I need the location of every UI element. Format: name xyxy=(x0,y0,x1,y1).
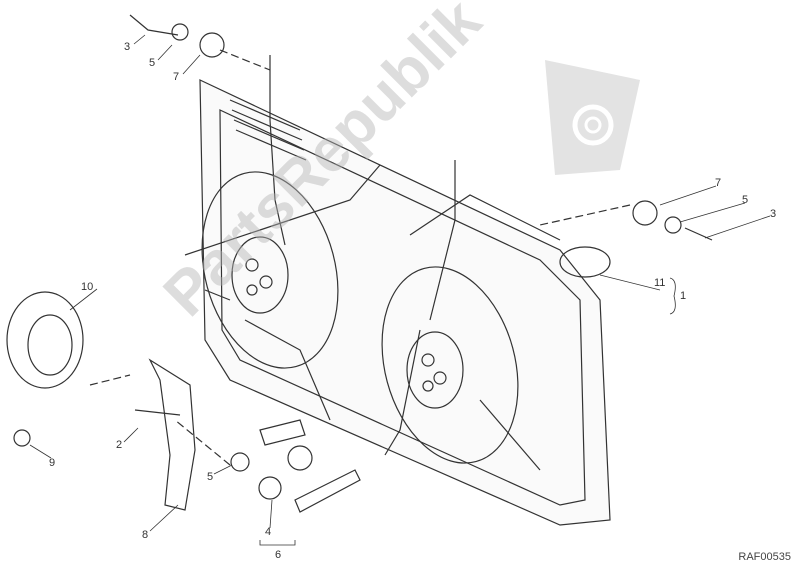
callout-10: 10 xyxy=(81,281,94,293)
callout-5: 5 xyxy=(149,57,156,69)
callout-11: 11 xyxy=(654,277,666,289)
radiator-core xyxy=(219,109,586,506)
callout-5: 5 xyxy=(742,194,749,206)
right-fan-hub xyxy=(406,331,464,409)
right-fan-shroud xyxy=(381,266,519,464)
callout-2: 2 xyxy=(116,439,123,451)
filler-cap xyxy=(559,246,611,278)
fasteners xyxy=(13,14,713,513)
callout-1: 1 xyxy=(680,290,687,302)
callout-8: 8 xyxy=(142,529,149,541)
horn xyxy=(6,291,84,389)
left-fan-hub xyxy=(231,236,289,314)
callout-3: 3 xyxy=(124,41,131,53)
callout-7: 7 xyxy=(173,71,180,83)
callout-3: 3 xyxy=(770,208,777,220)
horn-bracket xyxy=(148,358,196,511)
left-fan-shroud xyxy=(201,171,339,369)
callout-9: 9 xyxy=(49,457,56,469)
left-fan-bracket xyxy=(184,164,381,421)
leader-lines xyxy=(89,49,631,466)
radiator xyxy=(199,79,611,526)
radiator-top-tank xyxy=(229,99,307,161)
callout-5: 5 xyxy=(207,471,214,483)
right-fan-bracket xyxy=(384,194,561,471)
wire-right xyxy=(429,160,456,321)
callout-leaders xyxy=(29,34,771,546)
watermark-gear-icon xyxy=(545,60,640,175)
wire-left xyxy=(269,55,286,246)
callout-4: 4 xyxy=(265,526,272,538)
callout-6: 6 xyxy=(275,549,282,561)
callout-7: 7 xyxy=(715,177,722,189)
reference-code: RAF00535 xyxy=(738,551,791,563)
